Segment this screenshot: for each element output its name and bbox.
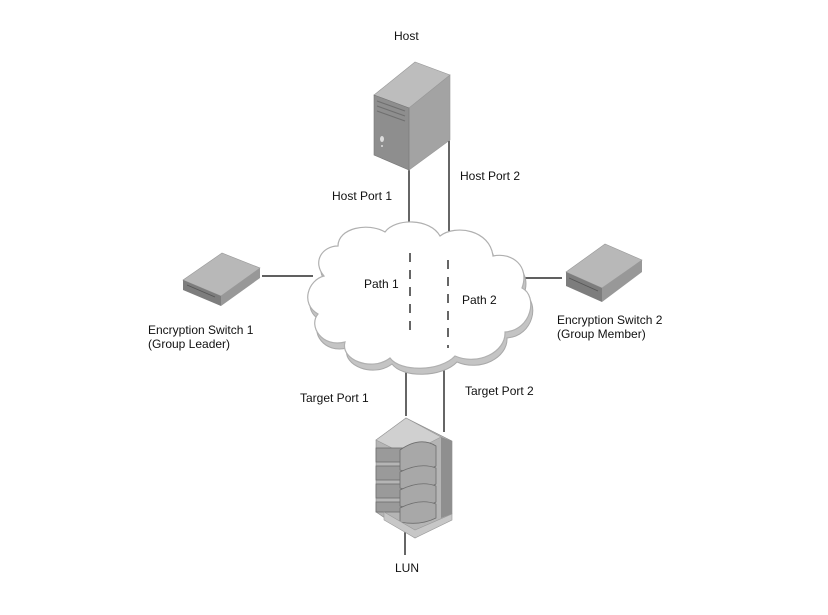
path-1-label: Path 1 xyxy=(364,277,399,291)
encryption-switch-1-icon xyxy=(182,252,261,306)
host-server-icon xyxy=(373,61,451,171)
host-label: Host xyxy=(394,29,419,43)
switch-2-label: Encryption Switch 2 xyxy=(557,313,663,327)
target-port-1-label: Target Port 1 xyxy=(300,391,369,405)
lun-storage-icon xyxy=(375,417,453,539)
fabric-cloud xyxy=(307,221,534,375)
switch-2-role-label: (Group Member) xyxy=(557,327,646,341)
switch-1-role-label: (Group Leader) xyxy=(148,337,231,351)
dashed-paths xyxy=(409,253,449,348)
host-port-1-label: Host Port 1 xyxy=(332,189,393,203)
cloud-body xyxy=(307,221,532,369)
encryption-switch-2-icon xyxy=(565,243,643,302)
switch-1-label: Encryption Switch 1 xyxy=(148,323,254,337)
host-port-2-label: Host Port 2 xyxy=(460,169,521,183)
path-2-label: Path 2 xyxy=(462,293,497,307)
lun-label: LUN xyxy=(395,561,420,575)
target-port-2-label: Target Port 2 xyxy=(465,384,534,398)
